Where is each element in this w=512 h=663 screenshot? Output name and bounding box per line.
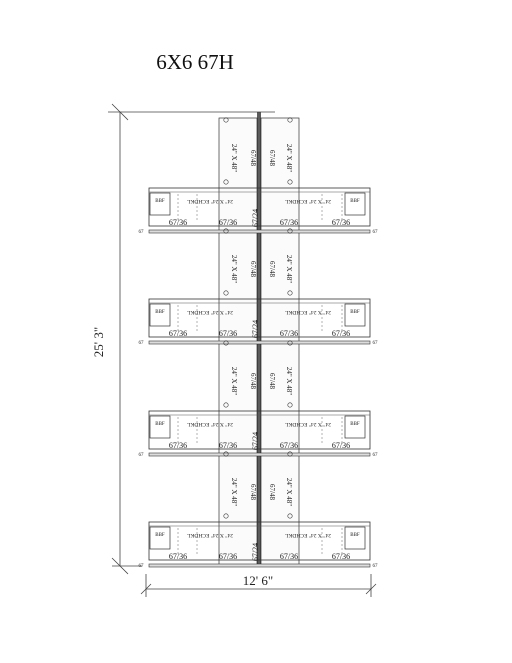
- center-tag: 67/24: [251, 209, 260, 227]
- panel-label-right: 24" X 48": [285, 478, 293, 506]
- height-dimension-label: 25' 3": [91, 327, 106, 357]
- post-tag-right: 67: [373, 564, 379, 569]
- spine-bolt-icon: [287, 117, 293, 123]
- upright-label: 67/48: [249, 373, 257, 389]
- rack-label: 67/36: [332, 218, 350, 227]
- end-tag-left: BBF: [155, 422, 165, 427]
- rack-label: 67/36: [332, 552, 350, 561]
- end-unit-left: [149, 303, 171, 327]
- height-dimension: [108, 103, 275, 575]
- end-tag-left: BBF: [155, 199, 165, 204]
- center-tag: 67/24: [251, 432, 260, 450]
- end-unit-left: [149, 526, 171, 550]
- upright-label: 67/48: [268, 150, 276, 166]
- rack-tag-right: 24" X 24" ECHDKL: [284, 421, 331, 427]
- end-unit-right: [344, 415, 366, 439]
- upright-label: 67/48: [268, 261, 276, 277]
- drawing-title: 6X6 67H: [156, 50, 234, 74]
- post-tag-left: 67: [139, 230, 145, 235]
- panel-label-left: 24" X 48": [230, 144, 238, 172]
- rack-tag-left: 24" X 24" ECHDKL: [186, 198, 233, 204]
- end-tag-right: BBF: [350, 199, 360, 204]
- panel-label-left: 24" X 48": [230, 255, 238, 283]
- rack-label: 67/36: [219, 218, 237, 227]
- rack-tag-right: 24" X 24" ECHDKL: [284, 532, 331, 538]
- spine-bolt-icon: [223, 513, 229, 519]
- rack-label: 67/36: [280, 441, 298, 450]
- end-unit-left: [149, 192, 171, 216]
- rack-label: 67/36: [280, 552, 298, 561]
- rack-base: [148, 452, 371, 457]
- upright-label: 67/48: [249, 150, 257, 166]
- spine-bolt-icon: [287, 290, 293, 296]
- panel-label-right: 24" X 48": [285, 367, 293, 395]
- panel-label-right: 24" X 48": [285, 255, 293, 283]
- end-tag-right: BBF: [350, 533, 360, 538]
- post-tag-left: 67: [139, 453, 145, 458]
- upright-label: 67/48: [268, 484, 276, 500]
- rack-tag-right: 24" X 24" ECHDKL: [284, 198, 331, 204]
- post-tag-left: 67: [139, 341, 145, 346]
- rack-frame: [148, 187, 371, 227]
- panel-label-right: 24" X 48": [285, 144, 293, 172]
- rack-frame: [148, 298, 371, 338]
- post-tag-right: 67: [373, 453, 379, 458]
- rack-label: 67/36: [280, 218, 298, 227]
- rack-base: [148, 340, 371, 345]
- end-tag-right: BBF: [350, 310, 360, 315]
- rack-tag-right: 24" X 24" ECHDKL: [284, 309, 331, 315]
- spine-bolt-icon: [287, 451, 293, 457]
- end-tag-left: BBF: [155, 310, 165, 315]
- center-tag: 67/24: [251, 543, 260, 561]
- rack-label: 67/36: [169, 218, 187, 227]
- rack-base: [148, 229, 371, 234]
- spine-bolt-icon: [223, 451, 229, 457]
- rack-tag-left: 24" X 24" ECHDKL: [186, 532, 233, 538]
- center-tag: 67/24: [251, 320, 260, 338]
- spine-bolt-icon: [223, 228, 229, 234]
- upright-label: 67/48: [268, 373, 276, 389]
- rack-frame: [148, 521, 371, 561]
- end-unit-right: [344, 192, 366, 216]
- spine-bolt-icon: [223, 340, 229, 346]
- end-tag-left: BBF: [155, 533, 165, 538]
- rack-label: 67/36: [219, 329, 237, 338]
- rack-label: 67/36: [169, 441, 187, 450]
- upright-label: 67/48: [249, 261, 257, 277]
- spine-bolt-icon: [287, 402, 293, 408]
- end-unit-right: [344, 303, 366, 327]
- spine-bolt-icon: [223, 290, 229, 296]
- post-tag-right: 67: [373, 341, 379, 346]
- end-tag-right: BBF: [350, 422, 360, 427]
- rack-label: 67/36: [169, 552, 187, 561]
- width-dimension-label: 12' 6": [243, 573, 273, 588]
- rack-frame: [148, 410, 371, 450]
- rack-label: 67/36: [280, 329, 298, 338]
- rack-label: 67/36: [219, 441, 237, 450]
- end-unit-left: [149, 415, 171, 439]
- rack-label: 67/36: [169, 329, 187, 338]
- rack-base: [148, 563, 371, 568]
- spine-bolt-icon: [223, 402, 229, 408]
- post-tag-right: 67: [373, 230, 379, 235]
- spine-bolt-icon: [287, 340, 293, 346]
- spine-bolt-icon: [223, 179, 229, 185]
- spine-bolt-icon: [223, 117, 229, 123]
- end-unit-right: [344, 526, 366, 550]
- rack-label: 67/36: [332, 441, 350, 450]
- rack-label: 67/36: [219, 552, 237, 561]
- upright-label: 67/48: [249, 484, 257, 500]
- spine-bolt-icon: [287, 179, 293, 185]
- rack-tag-left: 24" X 24" ECHDKL: [186, 421, 233, 427]
- width-dimension: [140, 574, 377, 597]
- rack-tag-left: 24" X 24" ECHDKL: [186, 309, 233, 315]
- spine-bolt-icon: [287, 513, 293, 519]
- panel-label-left: 24" X 48": [230, 367, 238, 395]
- rack-label: 67/36: [332, 329, 350, 338]
- panel-label-left: 24" X 48": [230, 478, 238, 506]
- spine-bolt-icon: [287, 228, 293, 234]
- post-tag-left: 67: [139, 564, 145, 569]
